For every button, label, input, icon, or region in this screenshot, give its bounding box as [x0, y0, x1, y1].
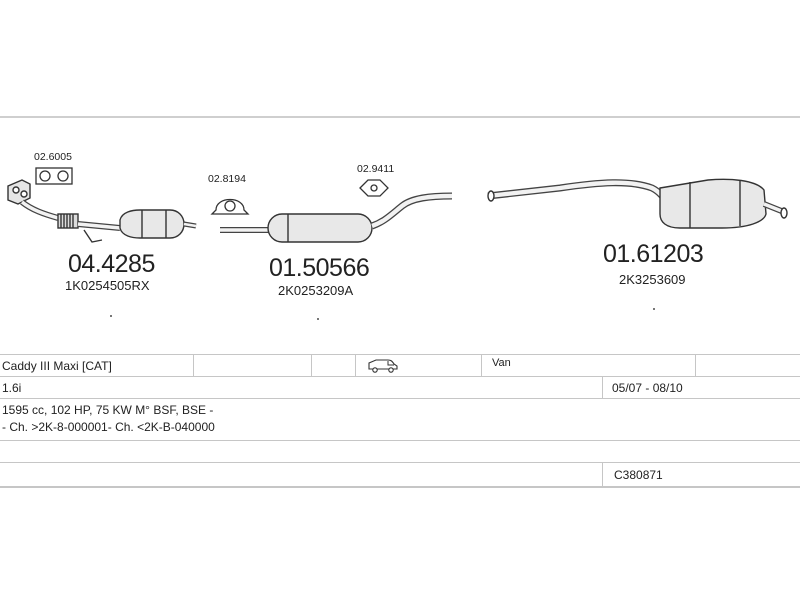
rear-silencer [487, 178, 788, 229]
engine-specs: 1595 cc, 102 HP, 75 KW M° BSF, BSE - [2, 403, 214, 417]
mounting-02-8194 [210, 198, 250, 215]
table-row: 1595 cc, 102 HP, 75 KW M° BSF, BSE - [0, 398, 800, 419]
exhaust-parts-drawing [7, 167, 788, 243]
accessory-number: 02.9411 [357, 163, 395, 175]
marker-dot [110, 315, 112, 317]
cell-divider [193, 355, 194, 377]
cell-divider [602, 463, 603, 487]
diagram-top-border [0, 116, 800, 118]
catalog-code: C380871 [614, 468, 663, 482]
cell-divider [355, 355, 356, 377]
table-row: 1.6i 05/07 - 08/10 [0, 376, 800, 399]
gasket-02-6005 [35, 167, 73, 185]
table-bottom-border [0, 486, 800, 488]
table-row [0, 440, 800, 463]
part-number: 01.50566 [269, 254, 370, 282]
front-pipe-catalyst [7, 179, 197, 243]
middle-silencer [220, 192, 453, 243]
body-type: Van [492, 357, 511, 369]
chassis-range: - Ch. >2K-8-000001- Ch. <2K-B-040000 [2, 420, 215, 434]
table-row: C380871 [0, 462, 800, 487]
cell-divider [602, 377, 603, 399]
cell-divider [311, 355, 312, 377]
accessory-number: 02.8194 [208, 173, 246, 185]
table-row: Caddy III Maxi [CAT] Van [0, 354, 800, 377]
part-number: 04.4285 [68, 250, 155, 278]
accessory-number: 02.6005 [34, 151, 72, 163]
van-icon [368, 359, 398, 373]
table-row: - Ch. >2K-8-000001- Ch. <2K-B-040000 [0, 418, 800, 440]
oem-number: 1K0254505RX [65, 278, 150, 293]
mounting-02-9411 [359, 179, 389, 197]
vehicle-model: Caddy III Maxi [CAT] [2, 359, 112, 373]
marker-dot [317, 318, 319, 320]
marker-dot [653, 308, 655, 310]
cell-divider [695, 355, 696, 377]
production-years: 05/07 - 08/10 [612, 381, 683, 395]
oem-number: 2K0253209A [278, 283, 354, 298]
engine: 1.6i [2, 381, 22, 395]
part-number: 01.61203 [603, 240, 704, 268]
oem-number: 2K3253609 [619, 272, 686, 287]
exhaust-diagram: 02.6005 02.8194 02.9411 04.4285 1K025450… [0, 118, 800, 354]
cell-divider [481, 355, 482, 377]
